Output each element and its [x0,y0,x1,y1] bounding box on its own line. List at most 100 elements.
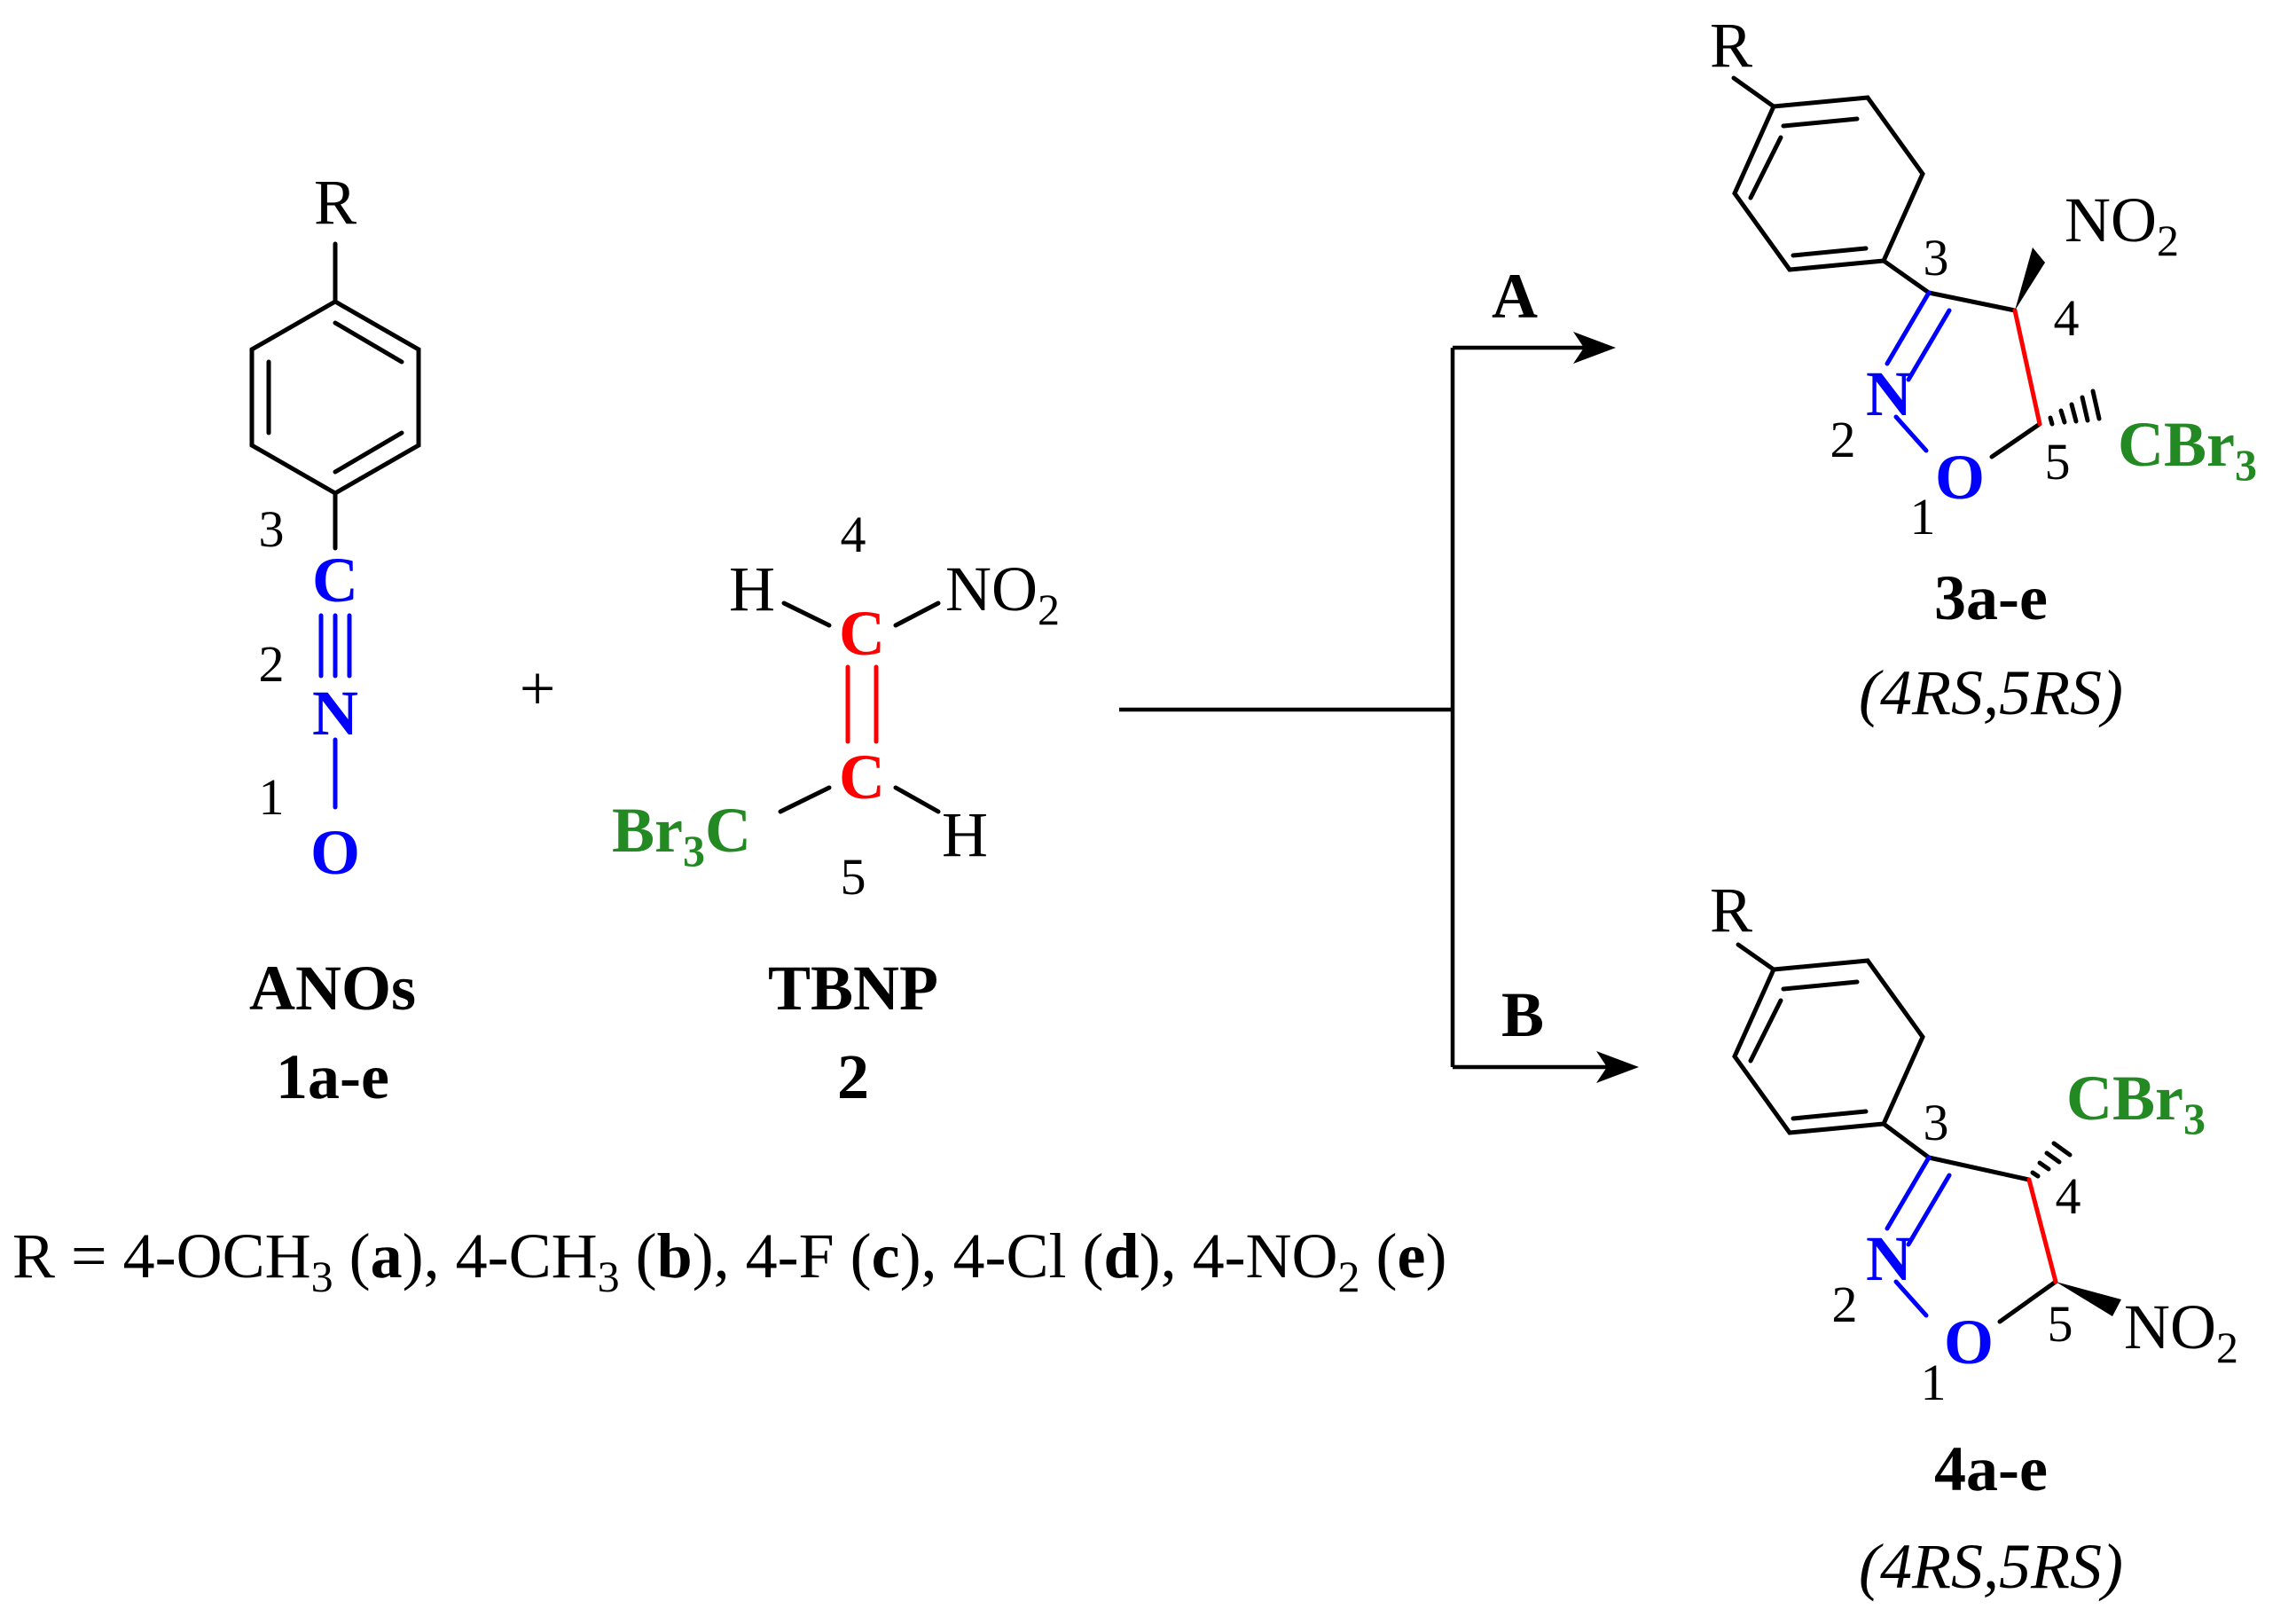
p3-stereo: (4RS,5RS) [1859,657,2123,728]
r2-h-left: H [729,553,775,624]
p4-no2-main: NO [2124,1291,2216,1362]
r2-h-right: H [942,799,988,870]
p3-r-bond [1731,75,1776,109]
legend-c-bold: c [872,1221,900,1291]
r1-oxygen-label: O [310,817,360,888]
p4-c5-no2-wedge [2056,1282,2121,1316]
product-3-structure [1731,75,2102,459]
p3-no2-label: NO2 [2065,184,2179,265]
p4-no2-label: NO2 [2124,1291,2238,1372]
p3-oxygen-label: O [1935,442,1985,513]
p3-c5-cbr3-hash [2048,389,2102,427]
r2-cbr3-br: Br [612,795,683,866]
plus-sign: + [520,653,556,724]
p3-c4-no2-wedge [2015,247,2045,310]
r2-cbr3-c5-bond [778,785,832,814]
p4-ring-inner-bonds [1748,979,1869,1121]
legend-b-subscript: 3 [598,1252,620,1301]
legend-e-bold: e [1398,1221,1426,1291]
r2-no2-subscript: 2 [1038,585,1060,634]
p4-c3-c4-bond [1926,1155,2032,1182]
legend-c-close: ), 4-Cl ( [900,1221,1104,1291]
r2-cbr3-label: Br3C [612,795,751,875]
p3-c4-c5-bond [2012,308,2042,427]
substituent-legend: R = 4-OCH3 (a), 4-CH3 (b), 4-F (c), 4-Cl… [12,1221,1446,1301]
p3-atom-number-2: 2 [1830,411,1856,468]
r2-c4-label: C [839,598,885,669]
p3-name: 3a-e [1934,562,2048,633]
r1-atom-number-2: 2 [259,635,285,693]
p4-r-label: R [1710,875,1752,946]
r1-benzene-ring [249,299,421,496]
r2-no2-main: NO [945,553,1038,624]
r1-c-n-triple-bond [318,613,352,679]
legend-d-close: ), 4-NO [1140,1221,1338,1291]
r2-h-c4-bond [781,600,832,628]
r1-ring-inner-bonds [266,320,404,475]
pathway-b-label: B [1501,979,1544,1050]
p4-o-c5-bond [1997,1279,2058,1324]
legend-a-bold: a [371,1221,403,1291]
p3-atom-number-3: 3 [1924,229,1949,287]
p3-no2-main: NO [2065,184,2157,255]
p4-atom-number-1: 1 [1921,1354,1947,1411]
r1-nitrogen-label: N [312,678,358,749]
r2-cbr3-subscript: 3 [683,826,705,875]
legend-prefix: R = 4-OCH [12,1221,311,1291]
p4-n-o-bond [1893,1279,1929,1318]
reactant-2-structure [778,600,941,814]
p3-o-c5-bond [1989,421,2042,459]
r2-c5-h-bond [893,785,941,814]
pathway-a-label: A [1492,261,1538,332]
p4-oxygen-label: O [1944,1307,1994,1378]
p3-cbr3-subscript: 3 [2235,440,2257,490]
r2-no2-label: NO2 [945,553,1060,634]
legend-b-open: ( [620,1221,657,1291]
r1-number: 1a-e [276,1041,389,1112]
p4-cbr3-main: CBr [2066,1063,2183,1134]
p3-c3-c4-bond [1926,290,2018,313]
p4-stereo: (4RS,5RS) [1859,1531,2123,1602]
reactant-1-structure [249,241,421,810]
r1-atom-number-1: 1 [259,768,285,826]
product-4-structure [1732,942,2121,1324]
p4-c4-c5-bond [2026,1177,2058,1284]
p3-cbr3-label: CBr3 [2118,409,2257,490]
p4-atom-number-4: 4 [2056,1167,2081,1225]
p3-cbr3-main: CBr [2118,409,2235,480]
r1-atom-number-3: 3 [259,500,285,558]
p3-n-o-bond [1893,414,1929,453]
p3-ring-inner-bonds [1748,116,1869,258]
p3-ring-to-c3-bond [1881,258,1932,295]
arrow-a-head [1573,332,1616,364]
p4-cbr3-subscript: 3 [2183,1094,2206,1143]
arrow-b-head [1596,1051,1639,1083]
r1-name: ANOs [249,953,416,1024]
p4-ring-to-c3-bond [1881,1121,1932,1160]
pathway-arrows [1119,332,1639,1083]
legend-e-open: ( [1360,1221,1398,1291]
p4-nitrogen-label: N [1866,1223,1912,1294]
legend-b-bold: b [657,1221,693,1291]
p4-cbr3-label: CBr3 [2066,1063,2206,1143]
legend-e-close: ) [1426,1221,1447,1291]
p4-atom-number-3: 3 [1924,1094,1949,1151]
legend-a-open: ( [333,1221,371,1291]
r2-c4-c5-double-bond [845,664,879,744]
r2-c5-label: C [839,742,885,812]
p3-nitrogen-label: N [1866,358,1912,429]
r2-c4-no2-bond [893,600,941,628]
p3-atom-number-4: 4 [2054,289,2080,347]
p3-c3-n-double-bond [1885,290,1952,382]
r2-atom-number-5: 5 [841,848,866,906]
p4-c4-cbr3-hash [2030,1141,2073,1179]
p4-atom-number-5: 5 [2048,1295,2073,1353]
legend-a-subscript: 3 [311,1252,333,1301]
p3-no2-subscript: 2 [2157,216,2179,265]
r1-r-label: R [314,167,357,238]
legend-d-bold: d [1104,1221,1140,1291]
p3-r-label: R [1710,10,1752,81]
p4-c3-n-double-bond [1885,1155,1952,1247]
p3-atom-number-5: 5 [2045,433,2071,491]
